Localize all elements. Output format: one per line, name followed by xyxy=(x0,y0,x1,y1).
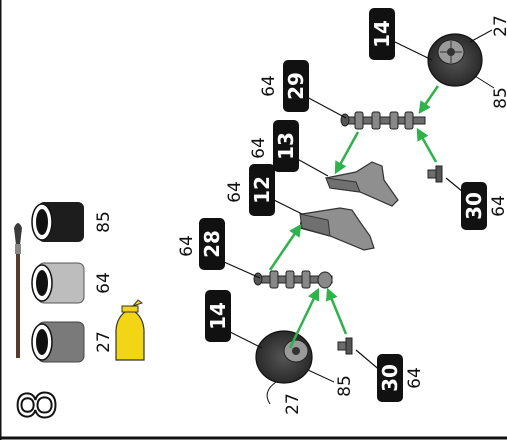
paint-label-wheel-top-tire: 85 xyxy=(491,87,507,109)
svg-text:64: 64 xyxy=(177,235,197,257)
arrow-axle-to-mount-bottom xyxy=(268,223,302,271)
leader-hub-top xyxy=(469,29,493,43)
svg-text:14: 14 xyxy=(370,20,394,48)
leader-wheel-bottom xyxy=(229,331,263,349)
paint-label-wheel-bottom-tire: 85 xyxy=(335,375,355,397)
svg-text:28: 28 xyxy=(200,230,224,258)
svg-text:30: 30 xyxy=(378,364,402,392)
badge-peg-bottom: 30 xyxy=(377,354,403,402)
svg-text:12: 12 xyxy=(250,176,274,204)
axle-bottom xyxy=(253,270,333,289)
paint-label-axle-bottom: 64 xyxy=(177,235,197,257)
leader-tire-bottom xyxy=(307,369,335,383)
svg-text:27: 27 xyxy=(491,15,507,37)
arrow-peg-to-axle-bottom xyxy=(326,287,348,335)
assembly-arrows xyxy=(268,85,440,349)
svg-text:64: 64 xyxy=(249,137,269,159)
leader-mount-bottom xyxy=(269,197,303,215)
paint-label-wheel-top-hub: 27 xyxy=(491,15,507,37)
svg-text:64: 64 xyxy=(94,272,114,294)
paintbrush-icon xyxy=(14,223,22,358)
svg-text:27: 27 xyxy=(94,331,114,353)
svg-text:30: 30 xyxy=(462,192,486,220)
badge-mount-top: 13 xyxy=(273,120,299,172)
leader-axle-bottom xyxy=(223,261,261,279)
svg-text:8: 8 xyxy=(9,389,67,421)
wheel-top xyxy=(427,33,483,87)
svg-text:27: 27 xyxy=(283,393,303,415)
svg-text:13: 13 xyxy=(274,132,298,160)
paint-label-mount-bottom: 64 xyxy=(225,181,245,203)
svg-text:64: 64 xyxy=(259,75,279,97)
paint-pot-27: 27 xyxy=(31,321,114,363)
svg-text:14: 14 xyxy=(206,302,230,330)
mount-bottom xyxy=(299,207,375,251)
wheel-bottom xyxy=(255,330,313,384)
arrow-peg-to-axle-top xyxy=(416,127,438,163)
badge-axle-top: 29 xyxy=(283,60,309,112)
leader-hub-bottom xyxy=(266,381,277,405)
arrow-wheel-to-axle-bottom xyxy=(288,287,320,349)
axle-top xyxy=(340,111,426,130)
badge-mount-bottom: 12 xyxy=(249,164,275,216)
svg-text:85: 85 xyxy=(94,211,114,233)
leader-tire-top xyxy=(474,75,495,89)
mount-top xyxy=(325,161,399,207)
svg-text:64: 64 xyxy=(405,367,425,389)
paint-label-mount-top: 64 xyxy=(249,137,269,159)
paint-pot-64: 64 xyxy=(31,262,114,304)
badge-wheel-bottom: 14 xyxy=(205,290,231,342)
badge-peg-top: 30 xyxy=(461,182,487,230)
badge-axle-bottom: 28 xyxy=(199,218,225,270)
paint-label-peg-top: 64 xyxy=(489,195,507,217)
leader-axle-top xyxy=(304,95,347,119)
paint-label-axle-top: 64 xyxy=(259,75,279,97)
svg-text:85: 85 xyxy=(335,375,355,397)
step-number: 8 xyxy=(8,388,68,422)
peg-bottom xyxy=(337,337,353,355)
glue-tube-icon xyxy=(115,299,145,361)
svg-text:29: 29 xyxy=(284,72,308,100)
paint-pot-85: 85 xyxy=(31,202,114,242)
paint-label-peg-bottom: 64 xyxy=(405,367,425,389)
svg-text:64: 64 xyxy=(489,195,507,217)
peg-top xyxy=(427,165,443,183)
badge-wheel-top: 14 xyxy=(369,8,395,60)
svg-text:64: 64 xyxy=(225,181,245,203)
svg-text:85: 85 xyxy=(491,87,507,109)
paint-label-wheel-bottom-hub: 27 xyxy=(283,393,303,415)
arrow-wheel-to-axle-top xyxy=(418,85,440,115)
leader-wheel-top xyxy=(394,41,433,61)
arrow-axle-to-mount-top xyxy=(334,131,360,175)
